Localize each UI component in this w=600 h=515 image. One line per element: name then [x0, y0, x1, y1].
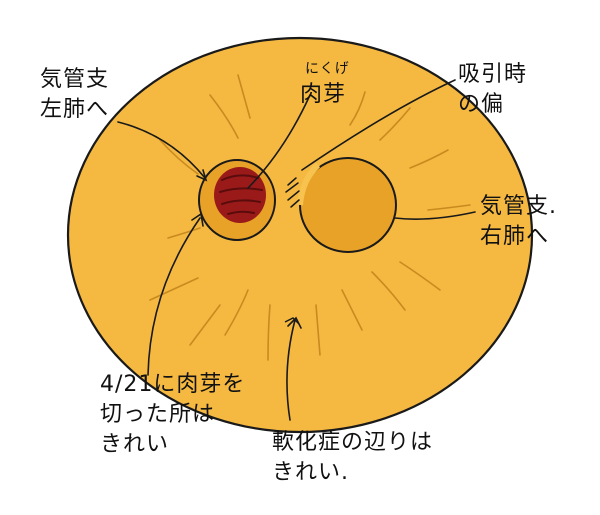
carina-deviation-marks — [285, 177, 300, 208]
granulation-label: 肉芽 — [300, 82, 347, 107]
cartilage-ring-strokes — [149, 74, 471, 361]
granulation-tissue — [214, 167, 266, 223]
cartilage-note-label: 軟化症の辺りは きれい. — [272, 430, 434, 485]
granulation-ruby: にくげ — [305, 61, 350, 77]
inhalation-deviation-label: 吸引時 の偏 — [458, 62, 528, 117]
surface-marks — [284, 317, 300, 325]
leader-lines — [117, 79, 476, 421]
right-bronchus-label: 気管支. 右肺へ — [480, 194, 557, 249]
left-bronchus-label: 気管支 左肺へ — [40, 67, 110, 122]
trachea-cross-section — [66, 36, 534, 434]
cut-note-label: 4/21に肉芽を 切った所は きれい — [100, 372, 246, 457]
